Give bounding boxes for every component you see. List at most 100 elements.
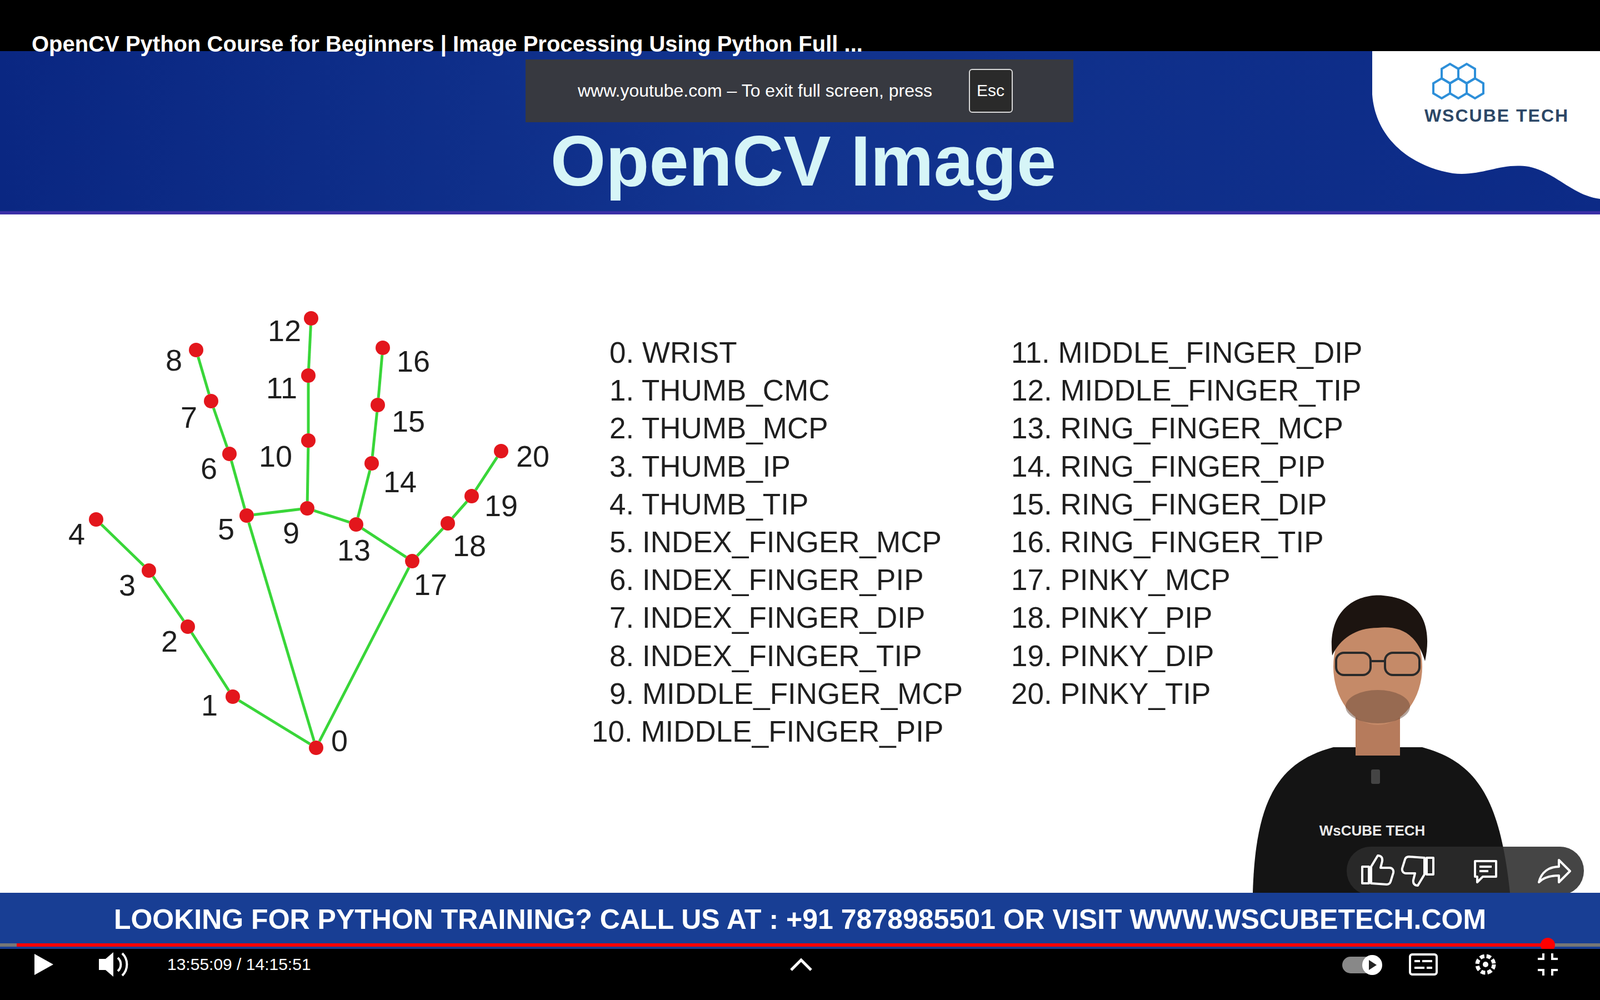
hand-connection [238,700,310,744]
shirt-logo: WsCUBE TECH [1319,822,1426,840]
glasses-lens [1336,652,1371,675]
captions-lines [1414,961,1433,968]
landmark-number: 10 [258,438,293,474]
landmark-dot: 16 [375,340,390,355]
landmark-name: 5. INDEX_FINGER_MCP [609,525,942,560]
hand-connection [198,356,210,394]
video-title: OpenCV Python Course for Beginners | Ima… [31,31,863,57]
landmark-dot: 7 [203,393,219,409]
hand-connection [452,501,468,518]
dislike-icon [1402,856,1434,886]
hand-connection [417,528,443,556]
header-band [0,51,1600,214]
landmark-dot: 14 [364,456,379,471]
landmark-name: 6. INDEX_FINGER_PIP [609,563,924,598]
time-display: 13:55:09 / 14:15:51 [167,955,312,975]
logo-hexagon [1441,63,1459,84]
landmark-number: 15 [391,403,425,439]
landmark-number: 8 [165,342,183,378]
hand-connection [307,382,310,434]
presenter-beard [1345,690,1410,724]
hand-connection [307,447,309,502]
hand-connection [357,470,370,518]
landmark-dot: 1 [225,689,240,704]
landmark-name: 14. RING_FINGER_PIP [1011,449,1326,484]
landmark-number: 7 [180,400,198,435]
controls-bar [0,948,1600,1000]
landmark-number: 17 [413,567,448,602]
play-icon [34,953,54,975]
landmark-name: 15. RING_FINGER_DIP [1011,487,1327,522]
landmark-name: 10. MIDDLE_FINGER_PIP [591,715,944,749]
hand-connection [101,524,144,566]
landmark-number: 20 [516,438,550,474]
progress-track [0,943,1600,947]
clip-mic [1371,769,1380,784]
landmark-dot: 4 [88,512,104,527]
key-label: Esc [976,81,1005,101]
landmark-dot: 18 [440,516,455,531]
landmark-dot: 8 [188,342,204,358]
hand-connection [475,457,498,490]
landmark-name: 11. MIDDLE_FINGER_DIP [1011,336,1363,370]
hand-connection [152,576,184,622]
landmark-number: 5 [217,511,235,547]
hand-connection [308,325,312,369]
glasses-bridge [1370,660,1385,663]
landmark-dot: 13 [348,517,364,532]
landmark-name: 1. THUMB_CMC [609,373,830,408]
landmark-name: 19. PINKY_DIP [1011,638,1214,673]
logo-icon [1433,63,1484,99]
landmark-name: 12. MIDDLE_FINGER_TIP [1011,373,1362,408]
comment-icon [1475,861,1497,883]
landmark-dot: 20 [493,443,509,459]
landmark-dot: 0 [308,740,324,755]
hand-connection [253,509,300,515]
landmark-number: 11 [266,370,298,405]
banner-text: LOOKING FOR PYTHON TRAINING? CALL US AT … [113,903,1487,937]
landmark-number: 16 [396,343,430,379]
landmark-dot: 10 [301,433,316,448]
progress-bar [16,943,1548,947]
settings-hub [1482,961,1489,968]
like-icon [1362,855,1394,885]
landmark-number: 14 [383,464,417,499]
volume-icon [98,952,114,977]
landmark-number: 4 [68,516,85,552]
slide-ground [0,214,1600,893]
slide-title: OpenCV Image [550,120,1057,202]
key-box [969,69,1013,113]
logo-blob [1372,51,1600,199]
hand-connection [313,510,349,523]
hand-connection [231,461,245,509]
landmark-dot: 19 [464,488,479,504]
landmark-name: 16. RING_FINGER_TIP [1011,525,1324,560]
landmark-name: 0. WRIST [609,336,738,370]
captions-icon [1410,954,1437,975]
landmark-number: 12 [267,313,302,348]
chevron-icon [791,960,812,970]
landmark-number: 0 [331,723,348,758]
autoplay-play [1368,960,1377,970]
share-icon [1538,860,1570,883]
landmark-number: 13 [337,532,371,568]
landmark-number: 6 [200,451,218,486]
landmark-name: 9. MIDDLE_FINGER_MCP [609,676,963,711]
presenter-glasses [1336,652,1420,675]
landmark-name: 2. THUMB_MCP [609,411,829,446]
landmark-dot: 11 [301,368,316,383]
landmark-dot: 17 [405,553,420,569]
landmark-dot: 2 [180,619,195,634]
action-icons [1362,855,1570,886]
landmark-name: 18. PINKY_PIP [1011,601,1213,635]
presenter-hair [1331,595,1428,662]
landmark-number: 19 [484,488,518,523]
landmark-dot: 5 [239,508,254,523]
volume-waves [117,953,127,976]
hand-connection [191,632,229,691]
landmark-number: 2 [161,623,178,659]
settings-gear [1477,956,1494,973]
landmark-number: 18 [452,528,487,563]
landmark-number: 9 [282,515,300,550]
logo-text: WSCUBE TECH [1424,105,1569,127]
